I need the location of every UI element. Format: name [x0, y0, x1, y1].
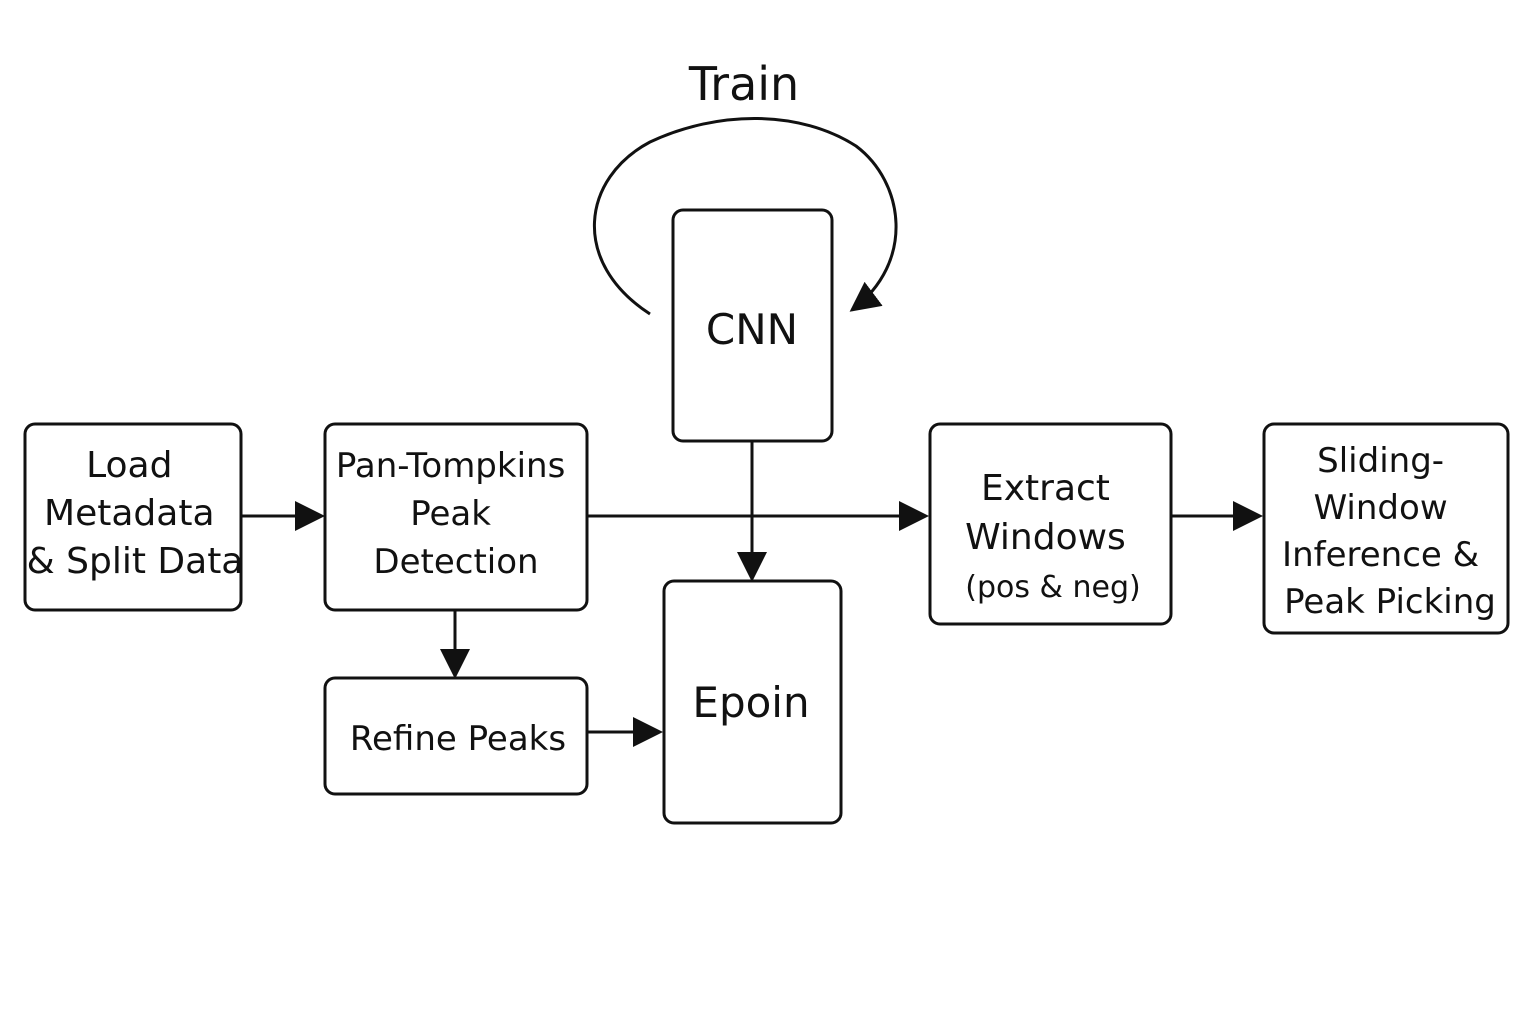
node-pan-tompkins-label: Pan-Tompkins Peak Detection [336, 446, 576, 582]
node-epoin-line-1: Epoin [692, 678, 809, 727]
node-epoin-box [662, 579, 843, 825]
node-extract-line-2: Windows [965, 517, 1126, 558]
node-load-line-2: Metadata [44, 493, 214, 534]
node-extract-box [928, 422, 1173, 626]
node-pan-tompkins-line-3: Detection [373, 542, 538, 582]
node-sliding-line-3: Inference & [1282, 535, 1479, 575]
node-sliding-label: Sliding- Window Inference & Peak Picking [1282, 441, 1496, 622]
node-pan-tompkins-line-1: Pan-Tompkins [336, 446, 565, 486]
node-extract-line-3: (pos & neg) [965, 570, 1140, 605]
edge-train-loop [592, 117, 898, 316]
node-extract-label: Extract Windows (pos & neg) [965, 468, 1141, 605]
node-refine-line-1: Refine Peaks [350, 719, 566, 759]
node-cnn-line-1: CNN [706, 305, 798, 354]
node-refine-label: Refine Peaks [350, 719, 566, 759]
node-cnn-label: CNN [706, 305, 798, 354]
node-load-box [23, 422, 243, 612]
node-pan-tompkins-line-2: Peak [410, 494, 491, 534]
node-sliding-line-2: Window [1314, 488, 1448, 528]
node-refine-box [323, 676, 589, 796]
node-extract-windows: Extract Windows (pos & neg) [928, 422, 1173, 626]
node-refine-peaks: Refine Peaks [323, 676, 589, 796]
node-sliding-line-4: Peak Picking [1284, 582, 1496, 622]
node-sliding-box [1262, 422, 1510, 635]
train-loop-label: Train [688, 57, 799, 111]
node-sliding-line-1: Sliding- [1317, 441, 1444, 481]
node-sliding-window: Sliding- Window Inference & Peak Picking [1262, 422, 1510, 635]
node-epoin-label: Epoin [692, 678, 809, 727]
node-load-line-1: Load [86, 445, 172, 486]
node-load-line-3: & Split Data [27, 541, 244, 582]
node-load-label: Load Metadata & Split Data [27, 445, 244, 582]
node-load-metadata: Load Metadata & Split Data [23, 422, 244, 612]
node-epoin: Epoin [662, 579, 843, 825]
node-pan-tompkins-box [323, 422, 589, 612]
node-extract-line-1: Extract [981, 468, 1110, 509]
node-cnn-box [671, 208, 834, 443]
node-pan-tompkins: Pan-Tompkins Peak Detection [323, 422, 589, 612]
node-cnn: CNN [671, 208, 834, 443]
